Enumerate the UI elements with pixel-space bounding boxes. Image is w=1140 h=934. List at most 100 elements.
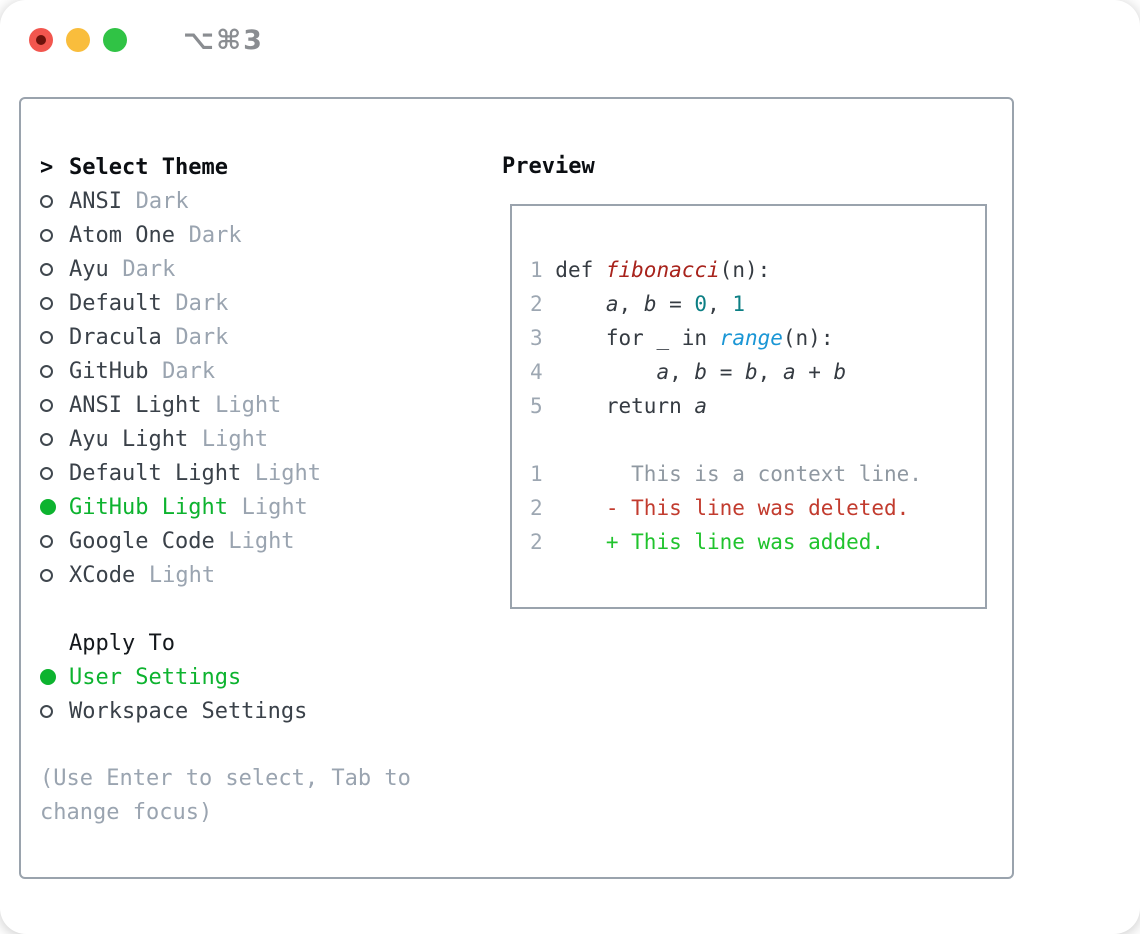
option-label: Atom One [69,222,175,248]
prompt-icon: > [40,154,54,180]
window-title: ⌥⌘3 [183,24,264,56]
help-text-line: change focus) [40,800,213,825]
code-token: a [782,360,796,384]
radio-icon [40,534,69,548]
radio-icon [40,228,69,242]
radio-circle-icon [40,398,53,412]
radio-circle-icon [40,669,56,685]
line-number: 3 [530,326,543,350]
option-variant-label: Dark [122,256,176,282]
radio-circle-icon [40,262,53,276]
unsaved-dot-icon [36,35,46,45]
spacer [40,728,480,762]
spacer [40,592,480,626]
diff-line: 1 This is a context line. [530,457,985,491]
line-number: 5 [530,394,543,418]
code-token: def [542,258,606,282]
line-number: 1 [530,462,543,486]
zoom-button-icon[interactable] [103,28,127,52]
radio-icon [40,364,69,378]
diff-line: 2 - This line was deleted. [530,491,985,525]
radio-selected-icon [40,669,69,685]
option-variant-label: Light [215,392,282,418]
radio-circle-icon [40,466,53,480]
radio-circle-icon [40,704,53,718]
select-theme-title: Select Theme [69,154,228,180]
option-variant-label: Light [148,562,216,588]
option-label: Default [69,290,162,316]
diff-line: 2 + This line was added. [530,525,985,559]
code-token: + This line was added. [542,530,885,554]
theme-option[interactable]: ANSI Light Light [40,388,480,422]
option-variant-label: Light [254,460,322,486]
close-button-icon[interactable] [29,28,53,52]
line-number: 4 [530,360,543,384]
code-token: This is a context line. [542,462,922,486]
line-number: 2 [530,530,543,554]
code-token [543,292,606,316]
code-token: b [643,292,657,316]
option-label: Ayu [69,256,109,282]
theme-option[interactable]: Default Light Light [40,456,480,490]
select-theme-header: > Select Theme [40,150,480,184]
code-token: a [694,394,708,418]
option-variant-label: Dark [175,324,229,350]
theme-option[interactable]: Dracula Dark [40,320,480,354]
code-token: range [719,326,783,350]
option-variant-label: Dark [162,358,216,384]
radio-circle-icon [40,568,53,582]
option-variant-label: Light [228,528,295,554]
code-token: (n): [782,326,834,350]
apply-to-header: Apply To [40,626,480,660]
preview-title: Preview [502,154,595,179]
radio-circle-icon [40,364,53,378]
code-token: a [656,360,670,384]
code-token: 1 [732,292,746,316]
option-label: Ayu Light [69,426,189,452]
code-token: a [605,292,619,316]
code-token [543,360,657,384]
code-token: for _ in [542,326,720,350]
apply-to-title: Apply To [69,630,175,656]
apply-option[interactable]: User Settings [40,660,480,694]
theme-option[interactable]: Ayu Dark [40,252,480,286]
option-label: Dracula [69,324,162,350]
radio-icon [40,704,69,718]
radio-circle-icon [40,228,53,242]
radio-circle-icon [40,432,53,446]
option-label: ANSI [69,188,122,214]
line-number: 2 [530,496,543,520]
radio-icon [40,466,69,480]
minimize-button-icon[interactable] [66,28,90,52]
code-token: b [694,360,708,384]
code-token: , [707,292,733,316]
option-variant-label: Light [241,494,308,520]
line-number: 2 [530,292,543,316]
radio-icon [40,568,69,582]
radio-circle-icon [40,296,53,310]
code-token: 0 [694,292,708,316]
apply-option[interactable]: Workspace Settings [40,694,480,728]
code-line: 3 for _ in range(n): [530,321,985,355]
radio-circle-icon [40,499,56,515]
radio-icon [40,432,69,446]
option-label: ANSI Light [69,392,202,418]
code-token: = [656,292,695,316]
line-number: 1 [530,258,543,282]
option-label: Default Light [69,460,242,486]
